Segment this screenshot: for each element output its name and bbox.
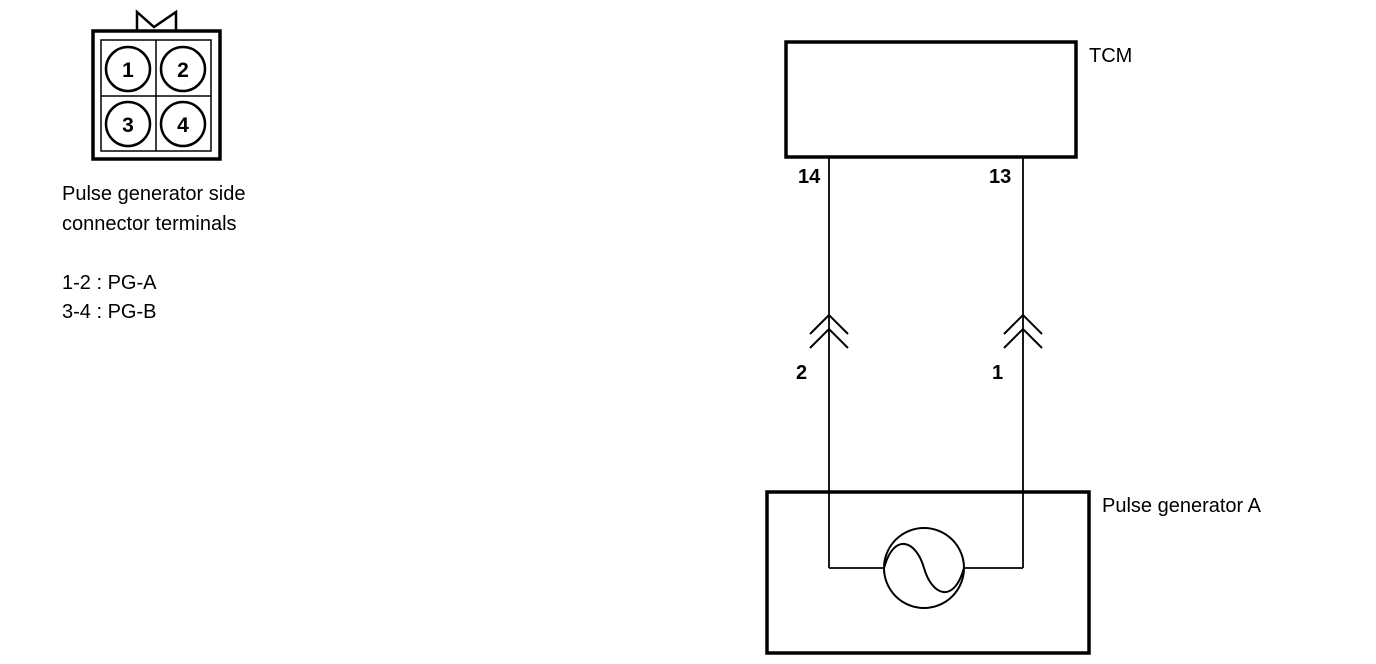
tcm-box bbox=[784, 40, 1078, 159]
connector-pin-4 bbox=[159, 100, 207, 148]
connector-pin-2-wire-label: 2 bbox=[796, 362, 807, 384]
connector-pin-4-label: 4 bbox=[177, 114, 189, 137]
connector-pin-1-label: 1 bbox=[122, 59, 134, 82]
inline-connector-left bbox=[809, 313, 849, 349]
connector-lock-tab bbox=[135, 9, 178, 30]
pin-assignment-pg-b: 3-4 : PG-B bbox=[62, 301, 156, 323]
connector-pin-3 bbox=[104, 100, 152, 148]
inline-connector-right bbox=[1003, 313, 1043, 349]
connector-pin-2-label: 2 bbox=[177, 59, 189, 82]
connector-pin-3-label: 3 bbox=[122, 114, 134, 137]
connector-caption-line2: connector terminals bbox=[62, 213, 237, 235]
connector-pin-1 bbox=[104, 45, 152, 93]
tcm-label: TCM bbox=[1089, 45, 1132, 67]
connector-face: 1 2 3 4 bbox=[91, 9, 222, 161]
pin-assignment-pg-a: 1-2 : PG-A bbox=[62, 272, 157, 294]
tcm-pin-14-label: 14 bbox=[798, 166, 821, 188]
tcm-pin-13-label: 13 bbox=[989, 166, 1011, 188]
connector-pin-2 bbox=[159, 45, 207, 93]
pulse-generator-label: Pulse generator A bbox=[1102, 495, 1262, 517]
connector-housing bbox=[91, 29, 222, 161]
sine-wave-icon bbox=[883, 543, 965, 593]
connector-caption-line1: Pulse generator side bbox=[62, 183, 245, 205]
connector-pin-1-wire-label: 1 bbox=[992, 362, 1003, 384]
pulse-generator-box bbox=[765, 490, 1091, 655]
